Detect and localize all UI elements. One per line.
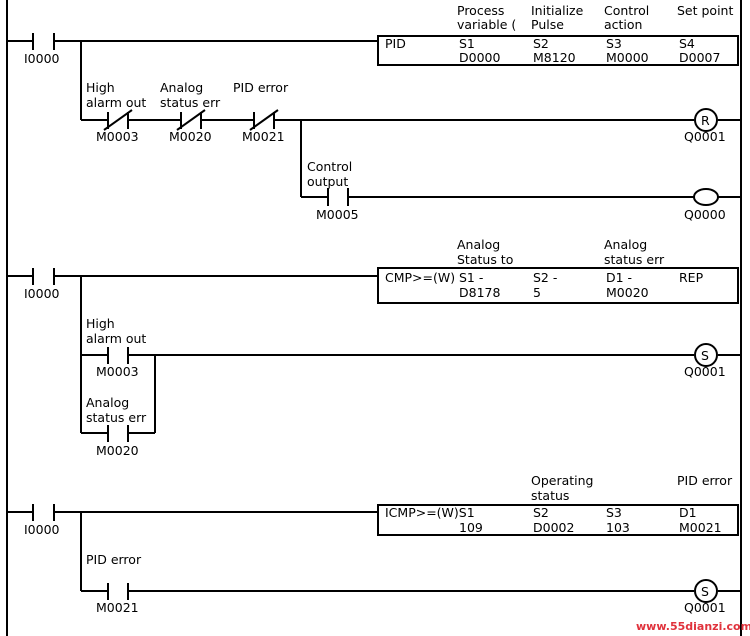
operand-label: S4: [679, 36, 695, 51]
pid-instruction-box: [377, 35, 739, 66]
operand-value: 109: [459, 520, 483, 535]
rung-1: I0000 PID Process variable ( Initialize …: [7, 3, 741, 222]
operand-label: REP: [679, 270, 704, 285]
reset-coil: [694, 108, 718, 132]
instruction-name: ICMP>=(W)S1: [385, 505, 475, 520]
contact-label: output: [307, 174, 348, 189]
operand-header: action: [604, 17, 642, 32]
operand-label: S2: [533, 36, 549, 51]
operand-header: Process: [457, 3, 504, 18]
coil-letter: S: [701, 584, 709, 599]
output-coil: [693, 188, 719, 206]
contact-address: M0003: [96, 364, 139, 379]
operand-value: 103: [606, 520, 630, 535]
coil-letter: R: [701, 113, 710, 128]
watermark: www.55dianzi.com: [636, 620, 750, 633]
operand-label: S3: [606, 505, 622, 520]
operand-header: Status to: [457, 252, 513, 267]
normally-closed-slash: [249, 109, 279, 131]
operand-value: D8178: [459, 285, 500, 300]
normally-closed-slash: [103, 109, 133, 131]
coil-address: Q0001: [684, 129, 726, 144]
instruction-name: CMP>=(W): [385, 270, 455, 285]
contact-address: M0020: [96, 443, 139, 458]
contact-address: M0020: [169, 129, 212, 144]
contact-address: I0000: [24, 51, 60, 66]
contact-label: alarm out: [86, 331, 146, 346]
contact-label: High: [86, 80, 115, 95]
operand-header: PID error: [677, 473, 733, 488]
operand-value: 5: [533, 285, 541, 300]
operand-label: S1 -: [459, 270, 483, 285]
operand-header: Operating: [531, 473, 594, 488]
operand-label: S2 -: [533, 270, 557, 285]
operand-header: status: [531, 488, 569, 503]
operand-value: D0000: [459, 50, 500, 65]
icmp-instruction-box: [377, 504, 739, 536]
operand-header: variable (: [457, 17, 516, 32]
contact-label: Control: [307, 159, 352, 174]
operand-header: Analog: [457, 237, 500, 252]
contact-label: status err: [160, 95, 221, 110]
operand-value: M0020: [606, 285, 649, 300]
operand-label: S1: [459, 36, 475, 51]
contact-label: PID error: [86, 552, 142, 567]
set-coil: [694, 343, 718, 367]
operand-header: status err: [604, 252, 665, 267]
operand-label: S3: [606, 36, 622, 51]
cmp-instruction-box: [377, 267, 739, 304]
set-coil: [694, 579, 718, 603]
operand-header: Control: [604, 3, 649, 18]
operand-value: M0021: [679, 520, 722, 535]
contact-label: Analog: [160, 80, 203, 95]
contact-address: I0000: [24, 286, 60, 301]
contact-label: Analog: [86, 395, 129, 410]
rung-3: I0000 ICMP>=(W)S1 Operating status PID e…: [7, 473, 741, 615]
operand-header: Initialize: [531, 3, 584, 18]
contact-label: PID error: [233, 80, 289, 95]
contact-address: M0021: [242, 129, 285, 144]
contact-label: status err: [86, 410, 147, 425]
operand-value: D0007: [679, 50, 720, 65]
operand-label: D1 -: [606, 270, 632, 285]
coil-address: Q0001: [684, 600, 726, 615]
operand-value: D0002: [533, 520, 574, 535]
operand-value: M8120: [533, 50, 576, 65]
contact-address: I0000: [24, 522, 60, 537]
operand-value: M0000: [606, 50, 649, 65]
contact-address: M0003: [96, 129, 139, 144]
coil-address: Q0001: [684, 364, 726, 379]
instruction-name: PID: [385, 36, 406, 51]
contact-label: High: [86, 316, 115, 331]
normally-closed-slash: [176, 109, 206, 131]
operand-label: S2: [533, 505, 549, 520]
contact-label: alarm out: [86, 95, 146, 110]
operand-header: Analog: [604, 237, 647, 252]
operand-header: Pulse: [531, 17, 564, 32]
rung-2: I0000 CMP>=(W) Analog Status to Analog s…: [7, 237, 741, 458]
operand-label: D1: [679, 505, 697, 520]
coil-letter: S: [701, 348, 709, 363]
contact-address: M0021: [96, 600, 139, 615]
coil-address: Q0000: [684, 207, 726, 222]
operand-header: Set point: [677, 3, 733, 18]
contact-address: M0005: [316, 207, 359, 222]
